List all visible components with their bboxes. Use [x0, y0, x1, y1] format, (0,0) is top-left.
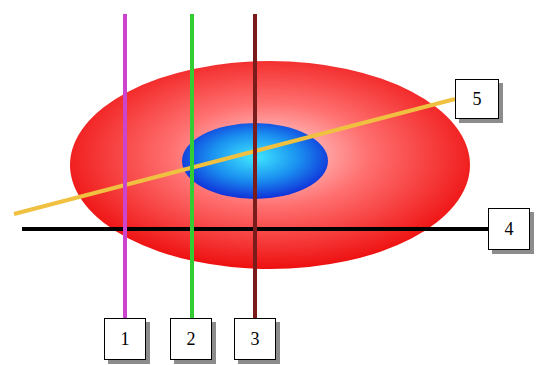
callout-box: 1	[104, 318, 146, 360]
callout-box: 4	[488, 208, 530, 250]
callout-number: 1	[121, 329, 130, 350]
callout-number: 4	[505, 219, 514, 240]
section-line-5	[14, 99, 455, 214]
callout-box: 5	[455, 79, 499, 119]
cell-body	[70, 61, 470, 269]
callout-number: 3	[251, 329, 260, 350]
section-line-2	[190, 14, 194, 318]
callout-number: 2	[187, 329, 196, 350]
section-line-3	[253, 14, 257, 318]
section-line-1	[123, 14, 127, 318]
callout-box: 2	[170, 318, 212, 360]
callout-box: 3	[234, 318, 276, 360]
callout-number: 5	[473, 89, 482, 110]
